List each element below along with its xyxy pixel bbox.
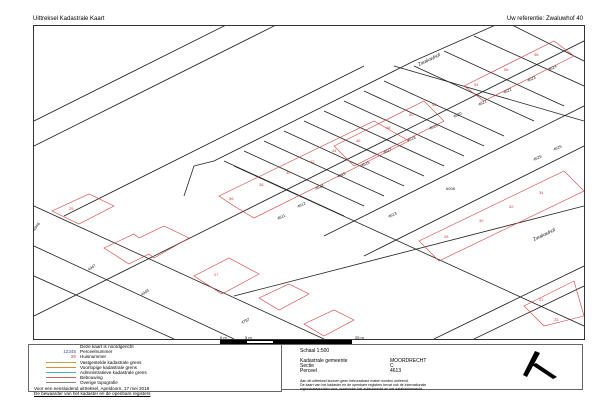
house-number: 28 xyxy=(444,234,449,239)
street-name: Zwaluwhof xyxy=(532,227,557,243)
legend: Deze kaart is noordgericht 12345 Perceeln… xyxy=(34,344,150,396)
scale-label: 0 m xyxy=(220,335,227,340)
house-number: 54 xyxy=(474,82,479,87)
legend-item: Vastgestelde kadastrale grens xyxy=(80,359,142,365)
legend-footer: Voor een eensluidend uittreksel, Apeldoo… xyxy=(34,385,150,391)
house-number: 50 xyxy=(409,112,414,117)
legend-item: Voorlopige kadastrale grens xyxy=(80,364,137,370)
disclaimer: Aan dit uittreksel kunnen geen betrouwba… xyxy=(300,379,409,384)
parcel-number: 4623 xyxy=(526,74,537,83)
section-label: Sectie xyxy=(300,363,314,370)
parcel-number: 4614 xyxy=(314,182,325,191)
house-number: 42 xyxy=(310,159,315,164)
house-number: 25 xyxy=(69,206,74,211)
parcel-number: 4619 xyxy=(428,122,439,131)
legend-item: Huisnummer xyxy=(80,354,107,360)
scale-label: 5 m xyxy=(245,335,252,340)
kadaster-logo-icon xyxy=(523,351,557,379)
house-number: 30 xyxy=(479,218,484,223)
parcel-number: 4948 xyxy=(140,287,151,297)
building-outlines xyxy=(51,40,584,337)
parcel-number: 4613 xyxy=(387,210,398,219)
house-number: 34 xyxy=(539,190,544,195)
parcel-number: 4787 xyxy=(240,316,251,325)
legend-line-swatch xyxy=(46,382,76,384)
parcel-number: 4617 xyxy=(382,146,393,155)
legend-line-swatch xyxy=(46,361,76,363)
legend-item: Perceelnummer xyxy=(80,349,113,355)
parcel-label: Perceel xyxy=(300,368,317,375)
house-number: 44 xyxy=(332,148,337,153)
house-number: 27 xyxy=(214,272,219,277)
parcel-number: 4622 xyxy=(502,86,513,95)
house-number: 38 xyxy=(259,182,264,187)
legend-item: Administratieve kadastrale grens xyxy=(80,369,147,375)
house-number: 48 xyxy=(386,125,391,130)
reference: Uw referentie: Zwaluwhof 40 xyxy=(506,16,583,22)
info-panel: Schaal 1:500 Kadastrale gemeente MOORDREC… xyxy=(281,344,583,391)
cadastral-map[interactable]: 4946 4947 4948 4787 6008 4613 4611 4612 … xyxy=(33,25,585,340)
house-number: 36 xyxy=(229,196,234,201)
legend-line-swatch xyxy=(46,377,76,379)
parcel-number: 4624 xyxy=(547,63,558,72)
parcel-number: 6008 xyxy=(446,186,456,191)
section-value: C xyxy=(390,363,394,370)
legend-item: Deze kaart is noordgericht xyxy=(80,344,134,349)
house-number: 40 xyxy=(286,170,291,175)
parcel-number: 4625 xyxy=(532,153,543,162)
house-number: 46 xyxy=(356,138,361,143)
parcel-number: 4616 xyxy=(360,159,371,168)
legend-line-swatch xyxy=(46,372,76,374)
parcel-number: 4620 xyxy=(452,110,463,119)
scale-label: 25 m xyxy=(355,335,364,340)
legend-line-swatch xyxy=(46,366,76,368)
parcel-number: 4626 xyxy=(552,143,563,152)
parcel-number: 4612 xyxy=(296,200,307,209)
parcel-number: 4618 xyxy=(406,134,417,143)
parcel-number: 4611 xyxy=(276,212,287,220)
municipality-value: MOORDRECHT xyxy=(390,358,427,365)
scale-text: Schaal 1:500 xyxy=(300,348,330,354)
municipality-label: Kadastrale gemeente xyxy=(300,358,348,365)
house-number: 58 xyxy=(534,52,539,57)
parcel-boundaries xyxy=(34,26,584,339)
house-number: 52 xyxy=(432,102,437,107)
parcel-number: 4615 xyxy=(336,170,347,179)
house-number: 21 xyxy=(539,297,544,302)
parcel-number: 4621 xyxy=(477,98,488,107)
legend-item: Overige topografie xyxy=(80,380,118,386)
legend-item: Bebouwing xyxy=(80,375,103,381)
house-number: 23 xyxy=(554,317,559,322)
legend-sample-house: 26 xyxy=(70,354,76,360)
house-number: 56 xyxy=(504,67,509,72)
disclaimer: eigendomsrechten voor, waaronder het aut… xyxy=(300,386,424,391)
document-title: Uittreksel Kadastrale Kaart xyxy=(33,16,105,22)
legend-footer: De bewaarder van het kadaster en de open… xyxy=(34,390,151,396)
parcel-value: 4613 xyxy=(390,368,402,375)
legend-sample-parcel: 12345 xyxy=(63,349,76,355)
disclaimer: De kaart van het kadaster en de openbare… xyxy=(300,383,427,387)
parcel-number: 4946 xyxy=(34,221,41,232)
house-number: 32 xyxy=(509,204,514,209)
map-drawing: 4946 4947 4948 4787 6008 4613 4611 4612 … xyxy=(34,26,584,339)
parcel-number: 4947 xyxy=(87,262,98,272)
